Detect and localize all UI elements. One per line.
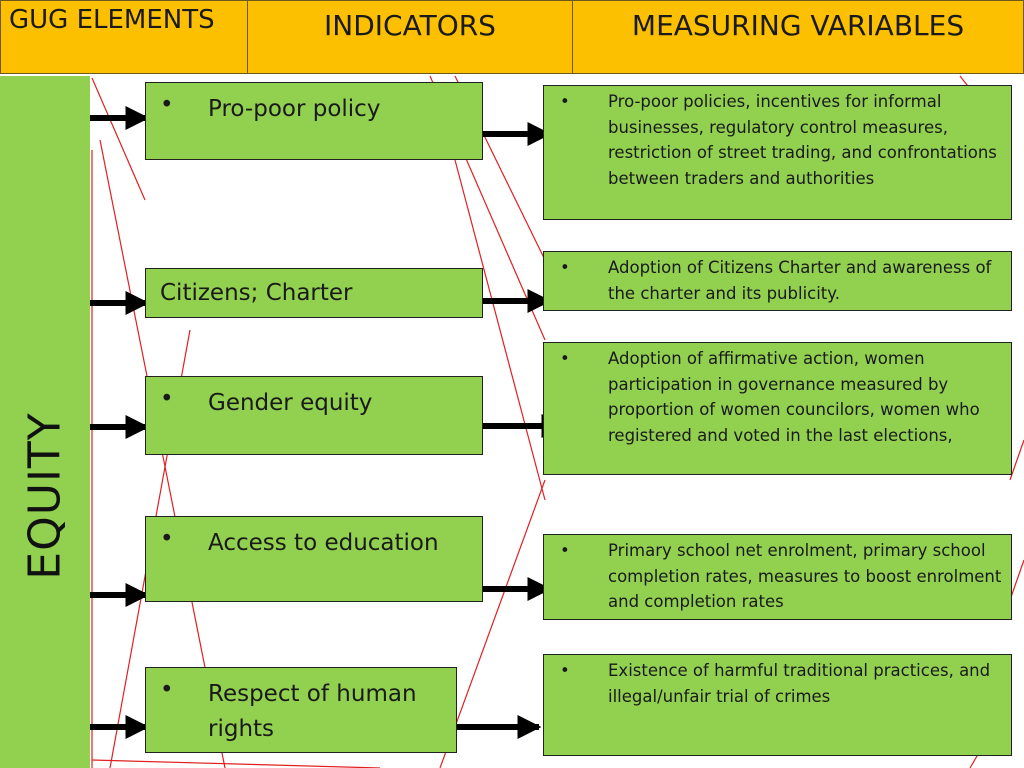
- header-gug-elements-text: GUG ELEMENTS: [9, 5, 215, 35]
- header-gug-elements: GUG ELEMENTS: [0, 0, 248, 74]
- header-indicators: INDICATORS: [247, 0, 573, 74]
- indicator-text-3: Gender equity: [208, 390, 373, 416]
- bullet-icon: •: [560, 541, 570, 560]
- variable-box-1: • Pro-poor policies, incentives for info…: [543, 85, 1012, 220]
- bullet-icon: •: [160, 92, 174, 118]
- header-measuring-variables-text: MEASURING VARIABLES: [631, 9, 965, 42]
- element-label: EQUITY: [19, 412, 71, 580]
- variable-text-4: Primary school net enrolment, primary sc…: [608, 541, 1002, 611]
- header-indicators-text: INDICATORS: [324, 9, 496, 42]
- indicator-box-3: • Gender equity: [145, 376, 483, 455]
- bullet-icon: •: [160, 526, 174, 552]
- variable-text-1: Pro-poor policies, incentives for inform…: [608, 92, 997, 188]
- indicator-box-5: • Respect of human rights: [145, 667, 457, 753]
- indicator-box-2: Citizens; Charter: [145, 268, 483, 318]
- indicator-box-1: • Pro-poor policy: [145, 82, 483, 160]
- variable-box-4: • Primary school net enrolment, primary …: [543, 534, 1012, 620]
- bullet-icon: •: [160, 677, 174, 703]
- bullet-icon: •: [160, 386, 174, 412]
- variable-text-2: Adoption of Citizens Charter and awarene…: [608, 258, 992, 303]
- variable-box-2: • Adoption of Citizens Charter and aware…: [543, 251, 1012, 311]
- indicator-box-4: • Access to education: [145, 516, 483, 602]
- bullet-icon: •: [560, 258, 570, 277]
- bullet-icon: •: [560, 661, 570, 680]
- indicator-text-5: Respect of human rights: [208, 681, 417, 742]
- indicator-text-4: Access to education: [208, 530, 439, 556]
- bullet-icon: •: [560, 92, 570, 111]
- variable-text-3: Adoption of affirmative action, women pa…: [608, 349, 980, 445]
- variable-text-5: Existence of harmful traditional practic…: [608, 661, 991, 706]
- bullet-icon: •: [560, 349, 570, 368]
- indicator-text-2: Citizens; Charter: [160, 280, 353, 306]
- header-measuring-variables: MEASURING VARIABLES: [572, 0, 1024, 74]
- indicator-text-1: Pro-poor policy: [208, 96, 381, 122]
- variable-box-3: • Adoption of affirmative action, women …: [543, 342, 1012, 475]
- element-strip: EQUITY: [0, 76, 90, 768]
- variable-box-5: • Existence of harmful traditional pract…: [543, 654, 1012, 756]
